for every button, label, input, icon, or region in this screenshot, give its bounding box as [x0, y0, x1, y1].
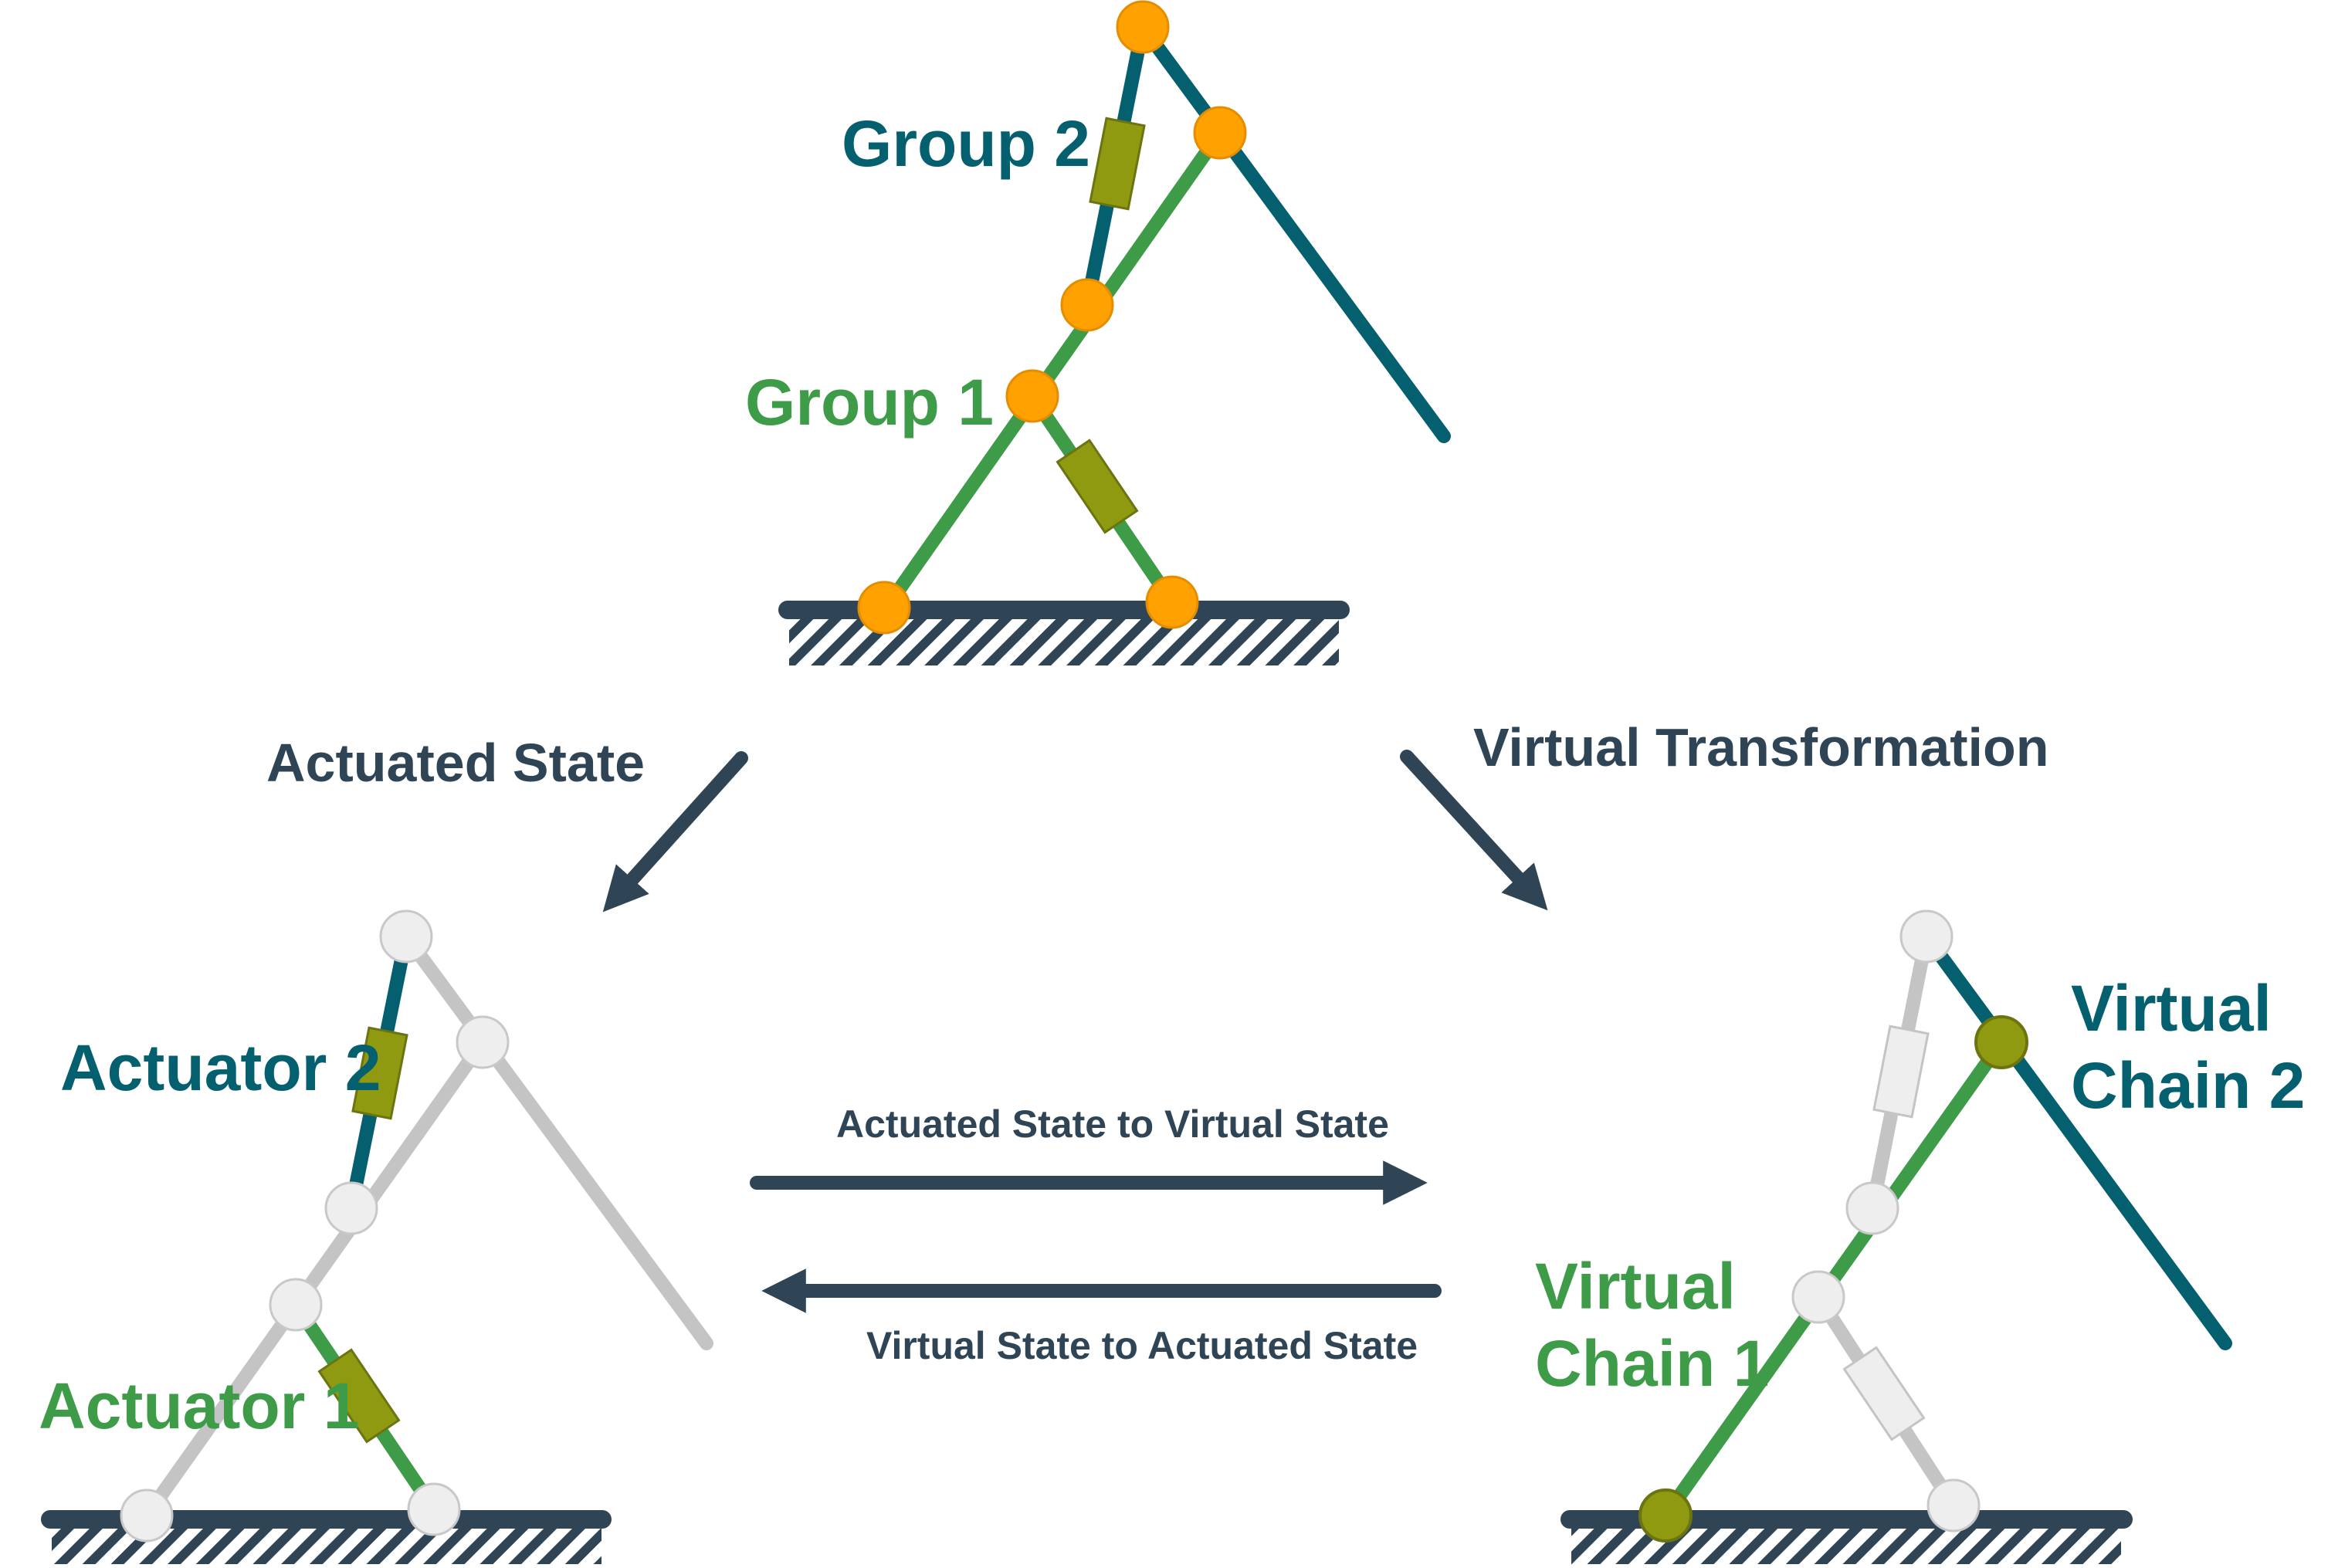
right-joint: [1899, 909, 1954, 963]
right-joint: [1791, 1270, 1845, 1324]
right-joint: [1845, 1181, 1899, 1235]
top-joint: [1060, 278, 1114, 332]
right-joints: [1638, 909, 2028, 1543]
left-joint: [407, 1482, 461, 1536]
top-green-main-link: [879, 126, 1227, 615]
left-gray-long-link: [399, 930, 713, 1350]
forward-arrow-label: Actuated State to Virtual State: [836, 1102, 1389, 1146]
right-virtual-joint: [1974, 1015, 2028, 1069]
virtual-chain-2-label-line1: Virtual: [2071, 972, 2272, 1045]
virtual-chain-2-link: [1920, 930, 2232, 1350]
virtual-transformation-label: Virtual Transformation: [1473, 717, 2049, 777]
left-joint: [379, 909, 433, 963]
actuated-state-arrow: [602, 751, 748, 913]
group-2-label: Group 2: [842, 107, 1090, 180]
top-joint: [1145, 575, 1199, 629]
virtual-chain-1-label-line1: Virtual: [1535, 1250, 1736, 1322]
right-mechanism: Virtual Chain 2 Virtual Chain 1: [1535, 909, 2305, 1564]
top-mechanism: Group 2 Group 1: [745, 0, 1451, 665]
right-passive-actuator-2: [1872, 1024, 1930, 1119]
top-joint: [857, 581, 911, 635]
actuated-state-label: Actuated State: [266, 733, 645, 793]
left-joint: [269, 1278, 323, 1332]
virtual-chain-1-label-line2: Chain 1: [1535, 1327, 1769, 1400]
top-teal-long-link: [1136, 20, 1451, 443]
left-mechanism: Actuator 2 Actuator 1: [39, 909, 713, 1564]
group-1-label: Group 1: [745, 366, 994, 439]
virtual-transformation-arrow: [1400, 750, 1548, 911]
right-passive-actuator-1: [1842, 1346, 1926, 1441]
top-joint: [1193, 106, 1247, 160]
top-joint: [1005, 369, 1059, 423]
right-virtual-joint: [1638, 1488, 1693, 1543]
left-joints: [120, 909, 510, 1543]
actuator-1-label: Actuator 1: [39, 1370, 359, 1442]
backward-arrow-label: Virtual State to Actuated State: [866, 1324, 1418, 1367]
left-actuator-2: [351, 1026, 408, 1120]
branch-arrows: Actuated State Virtual Transformation: [266, 717, 2049, 913]
left-joint: [456, 1015, 510, 1069]
left-joint: [120, 1488, 174, 1543]
left-gray-main-link: [140, 1035, 490, 1522]
top-actuator-1: [1056, 439, 1139, 534]
state-conversion-arrows: Actuated State to Virtual State Virtual …: [750, 1102, 1442, 1367]
left-joint: [324, 1181, 378, 1235]
actuator-2-label: Actuator 2: [60, 1031, 381, 1104]
left-actuator-1: [317, 1348, 401, 1444]
top-actuator-2: [1089, 117, 1146, 211]
virtual-chain-2-label-line2: Chain 2: [2071, 1049, 2305, 1122]
top-joint: [1116, 0, 1170, 54]
right-joint: [1926, 1478, 1981, 1532]
top-joints: [857, 0, 1247, 635]
